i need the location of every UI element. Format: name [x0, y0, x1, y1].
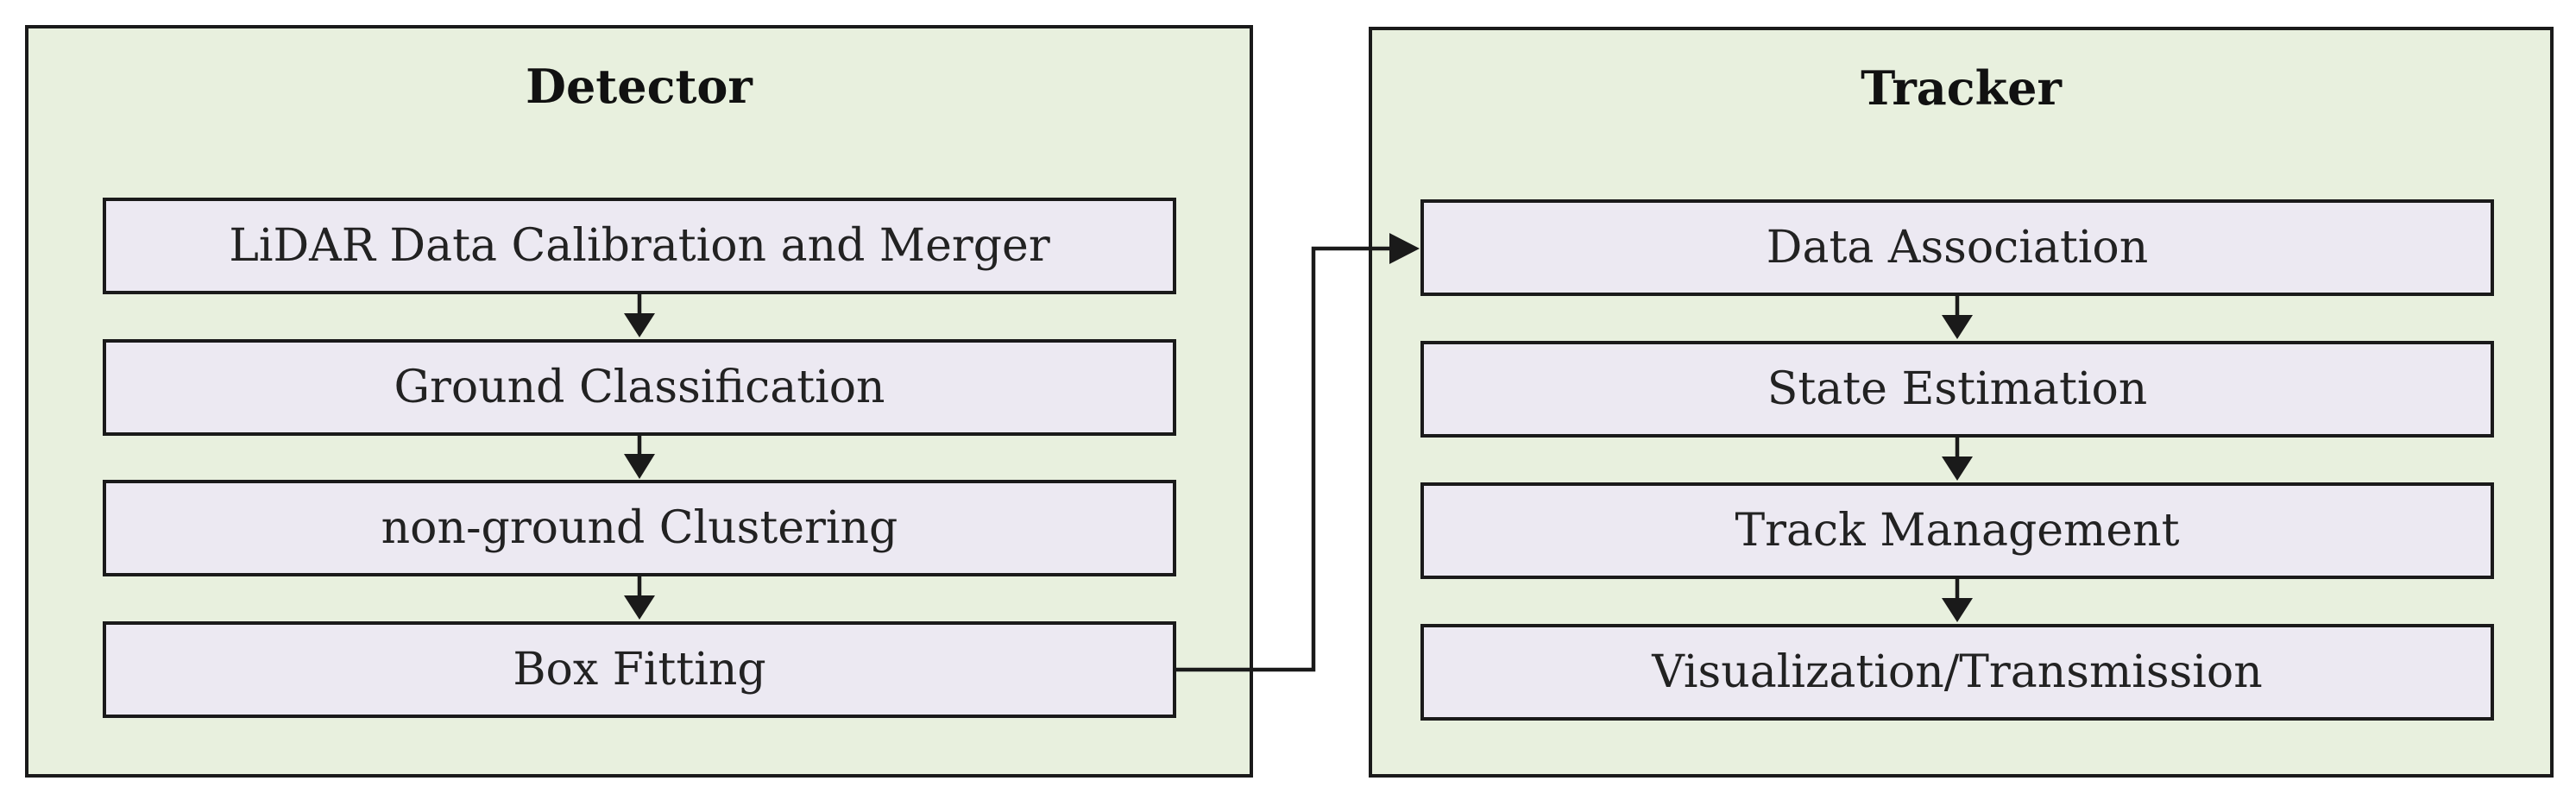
tracker-step-state-estimation: State Estimation — [1420, 341, 2494, 438]
detector-title: Detector — [526, 59, 753, 114]
detector-step-clustering: non-ground Clustering — [103, 480, 1176, 576]
tracker-title: Tracker — [1861, 60, 2062, 116]
detector-step-calibration: LiDAR Data Calibration and Merger — [103, 198, 1176, 294]
tracker-step-track-management: Track Management — [1420, 482, 2494, 579]
tracker-step-visualization: Visualization/Transmission — [1420, 624, 2494, 721]
detector-step-ground-classification: Ground Classification — [103, 339, 1176, 436]
tracker-step-data-association: Data Association — [1420, 199, 2494, 296]
detector-step-box-fitting: Box Fitting — [103, 621, 1176, 718]
